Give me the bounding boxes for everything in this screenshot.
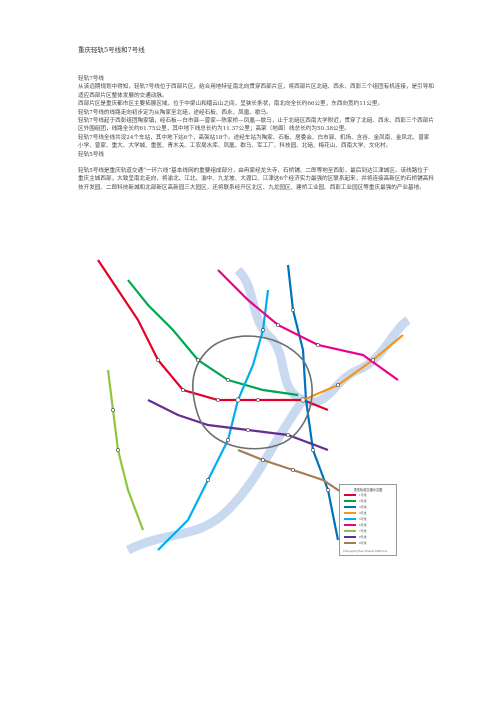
legend-line-swatch (344, 530, 356, 532)
legend-line-swatch (344, 500, 356, 502)
legend-line-swatch (344, 536, 356, 538)
legend-line-label: 7号线 (359, 529, 367, 533)
legend-line-label: 3号线 (359, 505, 367, 509)
paragraph: 轻轨7号线起于西彭组团陶家镇，经石板—白市驿—曾家—陈家桥—凤凰—歇马，止于北碚… (78, 118, 434, 133)
legend-line-swatch (344, 524, 356, 526)
paragraph: 轻轨5号线是重庆轨道交通“一环六线”基本线网的重要组成部分，由冉家经龙头寺、石桥… (78, 168, 434, 191)
legend-line-label: 9号线 (359, 541, 367, 545)
legend-item: 4号线 (344, 510, 396, 516)
legend-item: 7号线 (344, 528, 396, 534)
legend-item: 8号线 (344, 534, 396, 540)
legend-item: 1号线 (344, 492, 396, 498)
paragraph: 从该远期规划中得知，轻轨7号线位于西部片区，结合用地特征南北向贯穿西部片区，将西… (78, 84, 434, 99)
legend-line-swatch (344, 512, 356, 514)
legend-item: 2号线 (344, 498, 396, 504)
legend-line-label: 5号线 (359, 517, 367, 521)
legend-item: 5号线 (344, 516, 396, 522)
legend-line-label: 2号线 (359, 499, 367, 503)
legend-footer: Chongqing Rail Transit 2008.8.xx (343, 550, 388, 553)
legend-line-swatch (344, 542, 356, 544)
paragraph: 轻轨7号线全线共设24个车站，其中地下站6个，高架站18个。途经车站为陶家、石板… (78, 134, 430, 150)
legend-line-label: 4号线 (359, 511, 367, 515)
paragraph: 西部片区是重庆都市区主要拓展区域，位于中梁山和缙云山之间，呈狭长条状，南北向全长… (78, 101, 384, 108)
document-body: 轻轨7号线 从该远期规划中得知，轻轨7号线位于西部片区，结合用地特征南北向贯穿西… (78, 75, 434, 192)
legend-line-swatch (344, 506, 356, 508)
legend-item: 6号线 (344, 522, 396, 528)
legend-line-label: 8号线 (359, 535, 367, 539)
legend-line-label: 1号线 (359, 493, 367, 497)
legend-item: 9号线 (344, 540, 396, 546)
legend-line-swatch (344, 518, 356, 520)
section-heading-line7: 轻轨7号线 (78, 76, 104, 82)
paragraph: 轻轨7号线的线路走向初步定为从陶家至北碚，途经石板、西永、凤凰、歇马。 (78, 109, 272, 116)
legend-item: 3号线 (344, 504, 396, 510)
legend-line-label: 6号线 (359, 523, 367, 527)
section-heading-line5: 轻轨5号线 (78, 151, 104, 158)
rail-transit-map (97, 259, 411, 555)
legend-title: 重庆轨道交通示意图 (353, 488, 383, 492)
map-legend: 重庆轨道交通示意图 1号线 2号线 3号线 4号线 5号线 6号线 7号线 8号线 9号线 Ch… (339, 484, 397, 556)
document-title: 重庆轻轨5号线和7号线 (78, 46, 145, 54)
legend-line-swatch (344, 494, 356, 496)
